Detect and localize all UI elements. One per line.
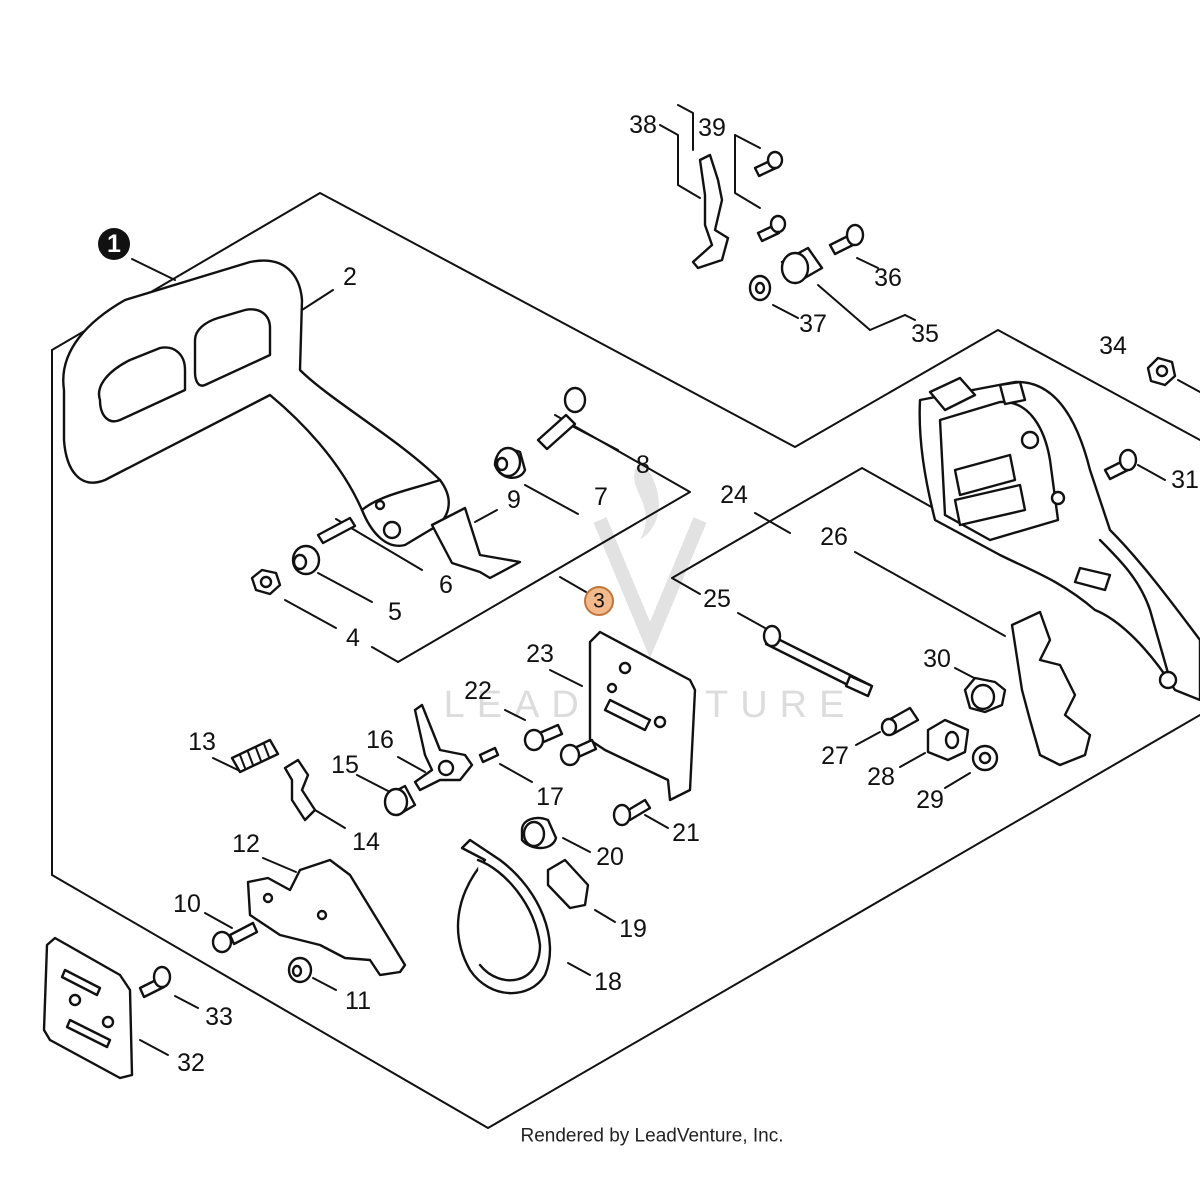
nut-4-part — [250, 568, 282, 596]
callout-20[interactable]: 20 — [596, 843, 624, 871]
callout-8[interactable]: 8 — [636, 451, 650, 479]
callout-18[interactable]: 18 — [594, 968, 622, 996]
screw-21-part — [612, 798, 652, 827]
callout-24[interactable]: 24 — [720, 481, 748, 509]
guide-12-part — [246, 858, 407, 977]
gear-29-part — [971, 744, 999, 772]
lever-38-part — [691, 153, 730, 270]
bar-plate-32-part — [42, 936, 134, 1080]
callout-23[interactable]: 23 — [526, 640, 554, 668]
callout-16[interactable]: 16 — [366, 726, 394, 754]
callout-1[interactable]: 1 — [107, 230, 121, 258]
pad-part — [430, 506, 522, 580]
screw-39-part — [753, 150, 787, 243]
callout-28[interactable]: 28 — [867, 763, 895, 791]
callout-5[interactable]: 5 — [388, 598, 402, 626]
gear-30-part — [963, 676, 1007, 714]
callout-13[interactable]: 13 — [188, 728, 216, 756]
screw-33-part — [138, 965, 172, 999]
nut-34-part — [1146, 356, 1177, 387]
screw-36-part — [828, 223, 865, 256]
block-28-part — [926, 718, 970, 762]
callout-4[interactable]: 4 — [346, 624, 360, 652]
callout-39[interactable]: 39 — [698, 114, 726, 142]
callout-33[interactable]: 33 — [205, 1003, 233, 1031]
adjusting-screw-25-part — [762, 624, 874, 698]
callout-38[interactable]: 38 — [629, 111, 657, 139]
callout-31[interactable]: 31 — [1171, 466, 1199, 494]
callout-37[interactable]: 37 — [799, 310, 827, 338]
callout-25[interactable]: 25 — [703, 585, 731, 613]
pin-17-part — [478, 746, 500, 764]
front-handle-part — [62, 259, 450, 547]
callout-15[interactable]: 15 — [331, 751, 359, 779]
spring-13-part — [230, 738, 280, 774]
callout-1-marker — [98, 228, 130, 260]
callout-34[interactable]: 34 — [1099, 332, 1127, 360]
screw-10-part — [211, 921, 259, 954]
callout-36[interactable]: 36 — [874, 264, 902, 292]
bushing-7-part — [493, 446, 527, 479]
cover-plate-26-part — [1010, 610, 1092, 767]
spindle-27-part — [880, 706, 920, 737]
callout-21[interactable]: 21 — [672, 819, 700, 847]
callout-3-marker — [584, 586, 614, 616]
callout-3[interactable]: 3 — [593, 590, 605, 613]
callout-11[interactable]: 11 — [345, 987, 371, 1015]
callout-12[interactable]: 12 — [232, 830, 260, 858]
washer-20-part — [520, 816, 558, 850]
housing-part — [918, 376, 1200, 702]
callout-7[interactable]: 7 — [594, 483, 608, 511]
callout-6[interactable]: 6 — [439, 571, 453, 599]
credit-text: Rendered by LeadVenture, Inc. — [520, 1126, 783, 1147]
nut-11-part — [287, 956, 313, 984]
bushing-5-part — [291, 544, 321, 576]
callout-19[interactable]: 19 — [619, 915, 647, 943]
callout-14[interactable]: 14 — [352, 828, 380, 856]
screw-22-part — [523, 723, 598, 767]
screw-8-part — [536, 386, 587, 451]
callout-35[interactable]: 35 — [911, 320, 939, 348]
callout-22[interactable]: 22 — [464, 677, 492, 705]
callout-26[interactable]: 26 — [820, 523, 848, 551]
callout-17[interactable]: 17 — [536, 783, 564, 811]
callout-29[interactable]: 29 — [916, 786, 944, 814]
brake-lever-16-part — [413, 703, 474, 792]
callout-2[interactable]: 2 — [343, 263, 357, 291]
screw-31-part — [1103, 448, 1138, 481]
callout-32[interactable]: 32 — [177, 1049, 205, 1077]
plate-23-part — [588, 630, 697, 802]
block-19-part — [546, 858, 590, 910]
pin-part — [316, 516, 357, 545]
lever-14-part — [283, 758, 317, 822]
callout-10[interactable]: 10 — [173, 890, 201, 918]
washer-37-part — [748, 274, 772, 302]
sleeve-35-part — [780, 246, 824, 285]
callout-30[interactable]: 30 — [923, 645, 951, 673]
sleeve-15-part — [383, 784, 417, 817]
callouts: 1 2 3 4 5 6 7 8 9 10 11 12 13 14 15 16 1… — [98, 111, 1199, 1077]
callout-27[interactable]: 27 — [821, 742, 849, 770]
callout-9[interactable]: 9 — [507, 486, 521, 514]
brake-band-18-part — [456, 838, 552, 995]
